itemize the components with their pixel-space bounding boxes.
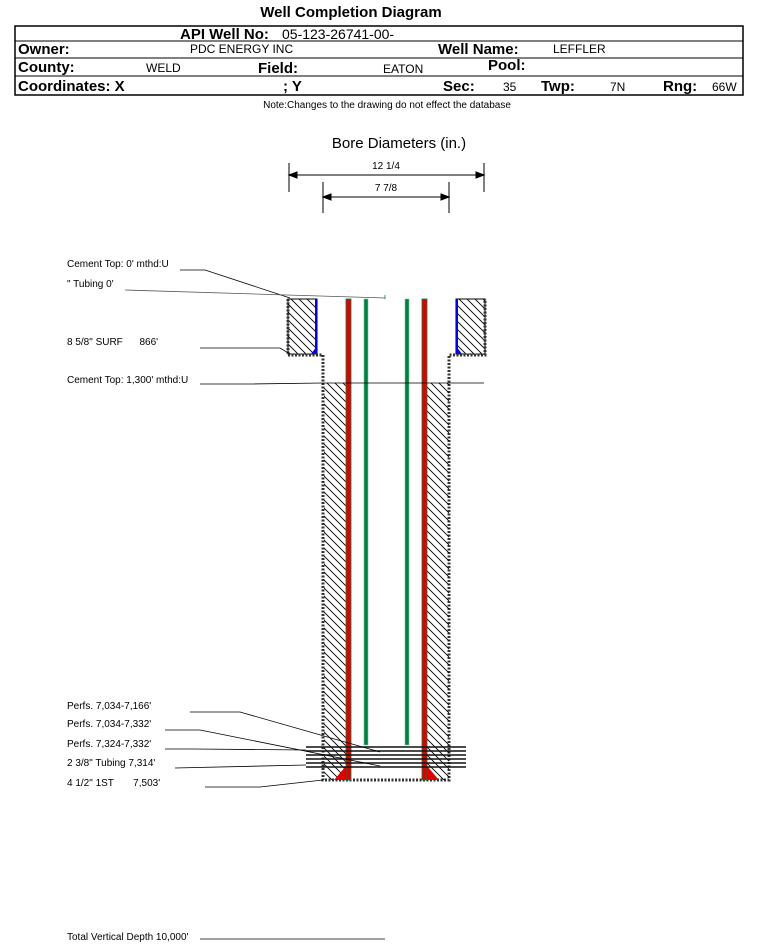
- production-casing-label: 4 1/2" 1ST 7,503': [67, 778, 160, 789]
- county-label: County:: [18, 59, 75, 76]
- bore-dimension-outer: [287, 163, 486, 192]
- total-vertical-depth-label: Total Vertical Depth 10,000': [67, 932, 189, 943]
- label-leaders: [124, 269, 484, 940]
- production-casing: [334, 298, 439, 781]
- field-value: EATON: [383, 62, 423, 76]
- surface-casing-label: 8 5/8" SURF 866': [67, 337, 158, 348]
- county-value: WELD: [146, 61, 181, 75]
- twp-value: 7N: [610, 80, 625, 94]
- owner-label: Owner:: [18, 41, 70, 58]
- well-name-label: Well Name:: [438, 41, 519, 58]
- database-note: Note:Changes to the drawing do not effec…: [263, 100, 511, 111]
- tubing: [363, 298, 410, 746]
- well-name-value: LEFFLER: [553, 42, 606, 56]
- coordinates-y-label: ; Y: [283, 78, 302, 95]
- sec-value: 35: [503, 80, 517, 94]
- tubing-top-label: " Tubing 0': [67, 279, 114, 290]
- bore-outer-label: 12 1/4: [372, 161, 400, 172]
- production-cement: [324, 383, 449, 780]
- api-value: 05-123-26741-00-: [282, 26, 394, 42]
- twp-label: Twp:: [541, 78, 575, 95]
- cement-top-surface-label: Cement Top: 0' mthd:U: [67, 259, 169, 270]
- wellbore-outline: [286, 299, 487, 782]
- pool-label: Pool:: [488, 57, 526, 74]
- field-label: Field:: [258, 60, 298, 77]
- coordinates-x-label: Coordinates: X: [18, 78, 125, 95]
- sec-label: Sec:: [443, 78, 475, 95]
- api-label: API Well No:: [180, 26, 269, 43]
- perforations: [306, 746, 466, 768]
- rng-label: Rng:: [663, 78, 697, 95]
- perf-label-2: Perfs. 7,034-7,332': [67, 719, 151, 730]
- tubing-label: 2 3/8" Tubing 7,314': [67, 758, 155, 769]
- bore-diameters-title: Bore Diameters (in.): [332, 135, 466, 152]
- perf-label-1: Perfs. 7,034-7,166': [67, 701, 151, 712]
- rng-value: 66W: [712, 80, 737, 94]
- surface-cement: [287, 298, 486, 355]
- cement-top-production-label: Cement Top: 1,300' mthd:U: [67, 375, 188, 386]
- perf-label-3: Perfs. 7,324-7,332': [67, 739, 151, 750]
- header-table: API Well No: 05-123-26741-00- Owner: PDC…: [14, 25, 744, 96]
- owner-value: PDC ENERGY INC: [190, 42, 293, 56]
- diagram-title: Well Completion Diagram: [260, 4, 441, 21]
- bore-inner-label: 7 7/8: [375, 183, 398, 194]
- bore-dimension-inner: [321, 182, 451, 213]
